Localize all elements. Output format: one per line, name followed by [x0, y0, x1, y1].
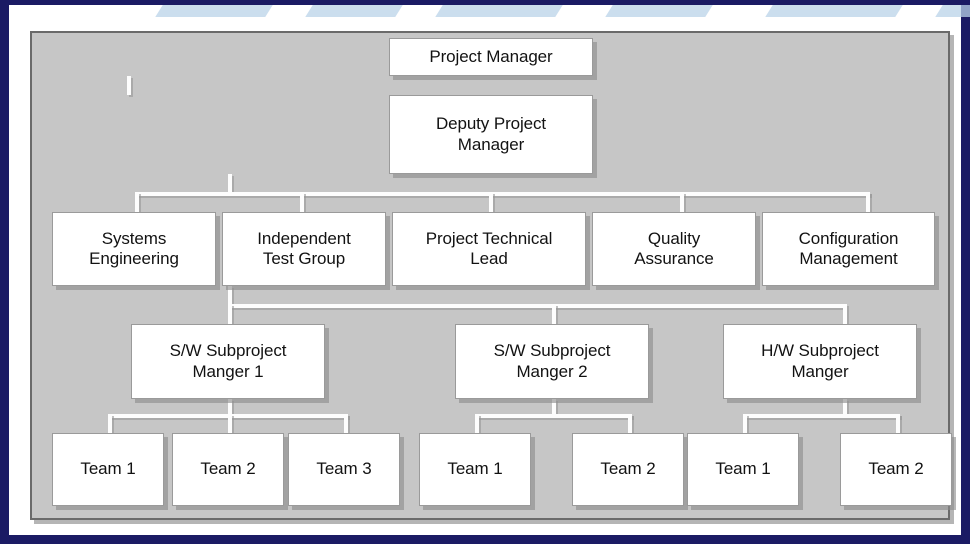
- node-configuration-management[interactable]: Configuration Management: [762, 212, 935, 286]
- ribbon-decoration-3: [435, 5, 563, 17]
- connector-drop-project-technical-lead: [489, 192, 493, 212]
- connector-sw2-stem: [552, 399, 556, 414]
- connector-pm-to-deputy: [127, 76, 131, 95]
- connector-drop-configuration-management: [866, 192, 870, 212]
- node-hw-subproject-manger-line1: H/W Subproject: [761, 341, 879, 361]
- connector-drop-sw1-team-3: [344, 414, 348, 433]
- node-quality-assurance[interactable]: Quality Assurance: [592, 212, 756, 286]
- connector-drop-hw-team-2: [896, 414, 900, 433]
- node-sw2-team-2[interactable]: Team 2: [572, 433, 684, 506]
- ribbon-decoration-4: [605, 5, 713, 17]
- connector-level4-bus: [228, 304, 843, 308]
- ribbon-decoration-6: [935, 5, 970, 17]
- ribbon-decoration-1: [155, 5, 273, 17]
- connector-drop-sw2-team-2: [628, 414, 632, 433]
- node-systems-engineering-line2: Engineering: [89, 249, 179, 268]
- connector-ptl-stem: [228, 286, 232, 304]
- connector-drop-sw1-team-2: [228, 414, 232, 433]
- node-sw-subproject-manger-2-line2: Manger 2: [516, 361, 588, 381]
- node-systems-engineering-line1: Systems: [101, 228, 167, 248]
- node-deputy-project-manager-line1: Deputy Project: [435, 114, 547, 134]
- node-hw-subproject-manger-line2: Manger: [791, 361, 849, 381]
- node-independent-test-group-line1: Independent: [257, 228, 351, 248]
- node-sw1-team-2-label: Team 2: [200, 459, 256, 479]
- connector-drop-sw1-team-1: [108, 414, 112, 433]
- node-sw1-team-1-label: Team 1: [80, 459, 136, 479]
- node-sw1-team-3-label: Team 3: [316, 459, 372, 479]
- connector-sw1-stem: [228, 399, 232, 414]
- node-sw2-team-1[interactable]: Team 1: [419, 433, 531, 506]
- connector-drop-systems-engineering: [135, 192, 139, 212]
- connector-drop-hw-subproject: [843, 304, 847, 324]
- connector-sw2-bus: [475, 414, 632, 418]
- node-sw-subproject-manger-1[interactable]: S/W Subproject Manger 1: [131, 324, 325, 399]
- node-configuration-management-line2: Management: [799, 249, 898, 268]
- ribbon-decoration-5: [765, 5, 903, 17]
- node-independent-test-group[interactable]: Independent Test Group: [222, 212, 386, 286]
- connector-level3-bus: [135, 192, 870, 196]
- connector-drop-quality-assurance: [680, 192, 684, 212]
- node-sw2-team-1-label: Team 1: [447, 459, 503, 479]
- node-project-technical-lead[interactable]: Project Technical Lead: [392, 212, 586, 286]
- node-hw-team-1[interactable]: Team 1: [687, 433, 799, 506]
- connector-drop-sw2-team-1: [475, 414, 479, 433]
- node-hw-team-1-label: Team 1: [715, 459, 771, 479]
- org-chart-panel: Project Manager Deputy Project Manager S…: [30, 31, 952, 520]
- connector-drop-hw-team-1: [743, 414, 747, 433]
- node-sw-subproject-manger-2-line1: S/W Subproject: [493, 341, 611, 361]
- node-hw-team-2[interactable]: Team 2: [840, 433, 952, 506]
- node-project-technical-lead-line2: Lead: [470, 249, 508, 268]
- node-deputy-project-manager-line2: Manager: [457, 134, 525, 154]
- node-sw2-team-2-label: Team 2: [600, 459, 656, 479]
- node-sw-subproject-manger-1-line2: Manger 1: [192, 361, 264, 381]
- node-configuration-management-line1: Configuration: [798, 228, 899, 248]
- connector-drop-sw-subproject-1: [228, 304, 232, 324]
- node-hw-team-2-label: Team 2: [868, 459, 924, 479]
- connector-hw-bus: [743, 414, 900, 418]
- node-systems-engineering[interactable]: Systems Engineering: [52, 212, 216, 286]
- ribbon-decoration-2: [305, 5, 403, 17]
- node-project-manager-line1: Project Manager: [429, 46, 553, 66]
- node-project-technical-lead-line1: Project Technical: [425, 228, 553, 248]
- node-sw1-team-2[interactable]: Team 2: [172, 433, 284, 506]
- node-project-manager[interactable]: Project Manager: [389, 38, 593, 76]
- node-independent-test-group-line2: Test Group: [262, 249, 346, 268]
- connector-deputy-stem: [228, 174, 232, 192]
- node-sw-subproject-manger-1-line1: S/W Subproject: [169, 341, 287, 361]
- node-quality-assurance-line1: Quality: [647, 228, 701, 248]
- connector-hw-stem: [843, 399, 847, 414]
- node-sw-subproject-manger-2[interactable]: S/W Subproject Manger 2: [455, 324, 649, 399]
- node-deputy-project-manager[interactable]: Deputy Project Manager: [389, 95, 593, 174]
- node-sw1-team-1[interactable]: Team 1: [52, 433, 164, 506]
- connector-drop-independent-test-group: [300, 192, 304, 212]
- node-sw1-team-3[interactable]: Team 3: [288, 433, 400, 506]
- node-hw-subproject-manger[interactable]: H/W Subproject Manger: [723, 324, 917, 399]
- node-quality-assurance-line2: Assurance: [634, 249, 714, 268]
- connector-drop-sw-subproject-2: [552, 304, 556, 324]
